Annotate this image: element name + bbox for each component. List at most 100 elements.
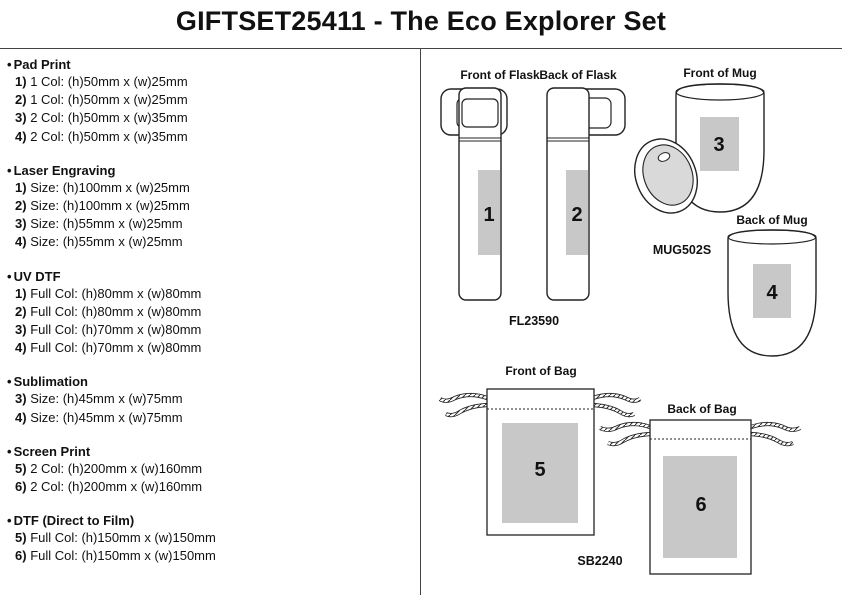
bullet-icon: • — [7, 57, 12, 72]
print-position-number: 3) — [15, 322, 27, 338]
branding-option-spec: 2 Col: (h)200mm x (w)160mm — [30, 460, 203, 476]
branding-option-spec: Full Col: (h)70mm x (w)80mm — [30, 340, 202, 356]
branding-option-spec: Full Col: (h)70mm x (w)80mm — [30, 322, 202, 338]
branding-option: 1) 1 Col: (h)50mm x (w)25mm — [7, 73, 415, 91]
title-divider — [0, 48, 842, 49]
print-position-number: 4) — [15, 409, 27, 425]
branding-option: 1) Size: (h)100mm x (w)25mm — [7, 179, 415, 197]
branding-option: 3) Size: (h)55mm x (w)25mm — [7, 215, 415, 233]
branding-option-spec: Size: (h)45mm x (w)75mm — [30, 391, 183, 407]
print-position-number: 6) — [15, 479, 27, 495]
branding-option: 6) Full Col: (h)150mm x (w)150mm — [7, 547, 415, 565]
branding-option: 6) 2 Col: (h)200mm x (w)160mm — [7, 478, 415, 496]
flask-product-code: FL23590 — [509, 314, 559, 328]
bag-back: Back of Bag 6 — [599, 402, 801, 575]
branding-option: 5) 2 Col: (h)200mm x (w)160mm — [7, 460, 415, 478]
print-area-6 — [663, 456, 737, 558]
mug-lid-icon — [634, 138, 698, 214]
branding-option: 2) 1 Col: (h)50mm x (w)25mm — [7, 91, 415, 109]
print-area-5 — [502, 423, 578, 523]
print-area-number-6: 6 — [695, 494, 706, 516]
branding-method-heading: •Screen Print — [7, 443, 415, 460]
print-position-number: 4) — [15, 128, 27, 144]
bag-product-code: SB2240 — [577, 554, 622, 568]
print-position-number: 3) — [15, 110, 27, 126]
column-divider — [420, 49, 421, 595]
bullet-icon: • — [7, 374, 12, 390]
branding-method-heading: •DTF (Direct to Film) — [7, 512, 415, 529]
branding-option-spec: Full Col: (h)80mm x (w)80mm — [30, 303, 202, 319]
print-area-number-4: 4 — [766, 282, 778, 304]
branding-option-spec: Size: (h)100mm x (w)25mm — [30, 198, 190, 214]
branding-option-spec: 1 Col: (h)50mm x (w)25mm — [30, 74, 188, 89]
flask-front: Front of Flask 1 — [440, 68, 540, 301]
bullet-icon: • — [7, 513, 12, 529]
print-position-number: 4) — [15, 234, 27, 250]
print-position-number: 5) — [15, 460, 27, 476]
branding-method-heading: •Sublimation — [7, 373, 415, 390]
bullet-icon: • — [7, 162, 12, 178]
branding-method-heading: •Laser Engraving — [7, 162, 415, 179]
branding-option-spec: 2 Col: (h)200mm x (w)160mm — [30, 479, 203, 495]
print-area-4 — [753, 264, 791, 318]
flask-front-cap-window-icon — [461, 98, 499, 128]
mug-front-label: Front of Mug — [683, 66, 756, 80]
branding-method-heading: •Pad Print — [7, 56, 415, 73]
print-position-number: 1) — [15, 179, 27, 195]
print-position-number: 5) — [15, 530, 27, 546]
branding-method-name: UV DTF — [13, 268, 61, 284]
branding-method-heading: •UV DTF — [7, 268, 415, 285]
print-position-number: 4) — [15, 340, 27, 356]
mug-front: Front of Mug 3 — [634, 66, 765, 214]
branding-option-spec: Full Col: (h)150mm x (w)150mm — [30, 530, 216, 546]
product-illustrations: Front of Flask 1 Back of Flask 2 FL23590… — [438, 66, 817, 575]
print-position-number: 3) — [15, 391, 27, 407]
branding-option: 3) Full Col: (h)70mm x (w)80mm — [7, 321, 415, 339]
branding-option: 2) Size: (h)100mm x (w)25mm — [7, 197, 415, 215]
print-position-number: 1) — [15, 285, 27, 301]
branding-option: 4) Size: (h)55mm x (w)25mm — [7, 233, 415, 251]
branding-method-name: DTF (Direct to Film) — [13, 513, 135, 529]
print-position-number: 6) — [15, 548, 27, 564]
branding-option-spec: Size: (h)55mm x (w)25mm — [30, 234, 183, 250]
branding-option: 5) Full Col: (h)150mm x (w)150mm — [7, 529, 415, 547]
print-position-number: 2) — [15, 198, 27, 214]
branding-option: 3) 2 Col: (h)50mm x (w)35mm — [7, 109, 415, 127]
flask-back: Back of Flask 2 — [539, 68, 626, 301]
print-position-number: 2) — [15, 92, 27, 108]
branding-option-spec: Full Col: (h)80mm x (w)80mm — [30, 285, 202, 301]
bullet-icon: • — [7, 443, 12, 459]
print-position-number: 2) — [15, 303, 27, 319]
branding-option-spec: 1 Col: (h)50mm x (w)25mm — [30, 92, 188, 108]
branding-option: 1) Full Col: (h)80mm x (w)80mm — [7, 285, 415, 303]
flask-front-label: Front of Flask — [460, 68, 540, 82]
bag-front: Front of Bag 5 — [438, 364, 642, 536]
print-position-number: 3) — [15, 216, 27, 232]
print-position-number: 1) — [15, 74, 27, 89]
bullet-icon: • — [7, 268, 12, 284]
branding-option: 4) Full Col: (h)70mm x (w)80mm — [7, 339, 415, 357]
branding-option: 3) Size: (h)45mm x (w)75mm — [7, 390, 415, 408]
branding-option: 4) 2 Col: (h)50mm x (w)35mm — [7, 128, 415, 146]
bag-front-label: Front of Bag — [505, 364, 576, 378]
branding-method-name: Laser Engraving — [13, 162, 116, 178]
branding-option-spec: Size: (h)55mm x (w)25mm — [30, 216, 183, 232]
branding-option-spec: Full Col: (h)150mm x (w)150mm — [30, 548, 216, 564]
page-title: GIFTSET25411 - The Eco Explorer Set — [175, 6, 667, 36]
branding-method-name: Pad Print — [13, 57, 71, 72]
print-area-2 — [566, 170, 588, 255]
mug-back-label: Back of Mug — [736, 213, 807, 227]
print-area-3 — [700, 117, 739, 171]
print-area-number-3: 3 — [713, 134, 724, 156]
print-area-1 — [478, 170, 500, 255]
branding-method-name: Screen Print — [13, 443, 91, 459]
branding-option: 4) Size: (h)45mm x (w)75mm — [7, 409, 415, 427]
flask-back-label: Back of Flask — [539, 68, 617, 82]
print-area-number-5: 5 — [534, 459, 545, 481]
branding-option-spec: Size: (h)45mm x (w)75mm — [30, 409, 183, 425]
branding-method: •DTF (Direct to Film)5) Full Col: (h)150… — [7, 512, 415, 565]
